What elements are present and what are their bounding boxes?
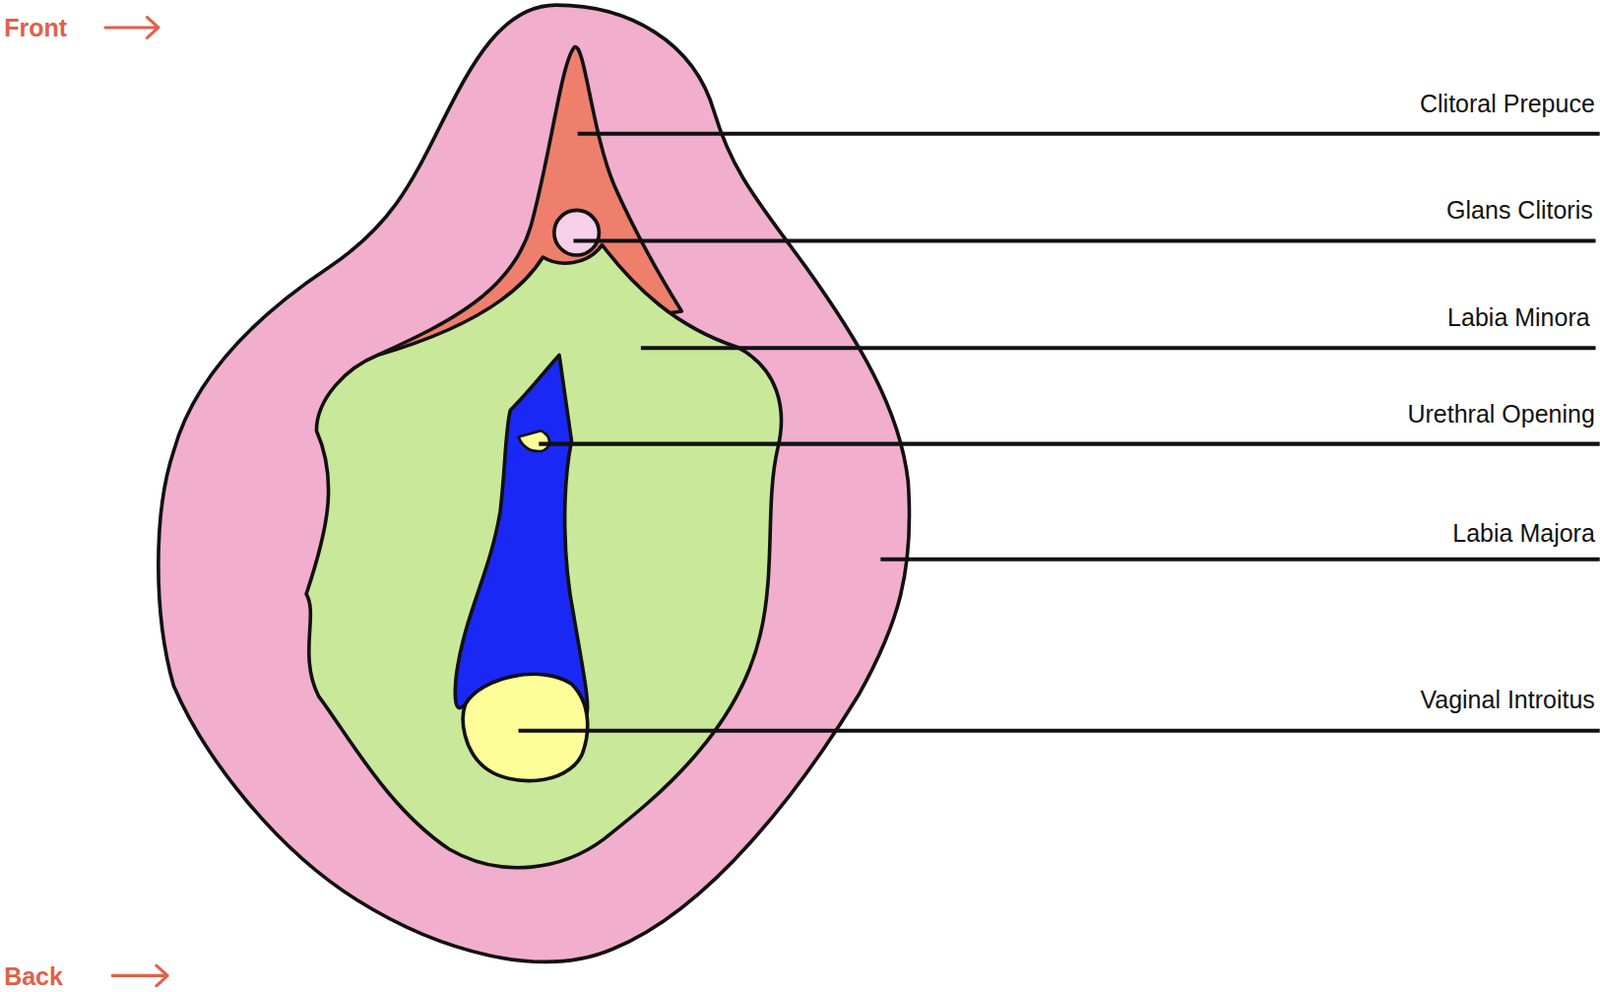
- direction-arrow: [112, 964, 168, 986]
- vaginal-introitus-shape: [462, 673, 587, 780]
- part-label: Clitoral Prepuce: [1419, 88, 1596, 119]
- part-label: Labia Majora: [1452, 517, 1596, 548]
- part-label: Labia Minora: [1447, 302, 1591, 332]
- part-label: Vaginal Introitus: [1419, 684, 1595, 714]
- direction-arrow: [105, 17, 159, 39]
- leader-line: [538, 442, 1600, 447]
- vestibule-shape: [454, 355, 587, 715]
- leader-line: [577, 131, 1600, 136]
- leader-line: [880, 557, 1600, 562]
- labia-minora-shape: [306, 245, 781, 868]
- direction-label: Back: [3, 960, 64, 991]
- part-label: Glans Clitoris: [1446, 194, 1594, 225]
- leader-line: [518, 728, 1600, 733]
- urethral-opening-shape: [518, 430, 550, 451]
- leader-line: [640, 345, 1597, 350]
- leader-line: [574, 238, 1597, 243]
- part-label: Urethral Opening: [1407, 398, 1595, 429]
- glans-clitoris-shape: [554, 209, 600, 256]
- labia-majora-shape: [158, 4, 910, 961]
- direction-label: Front: [3, 12, 67, 43]
